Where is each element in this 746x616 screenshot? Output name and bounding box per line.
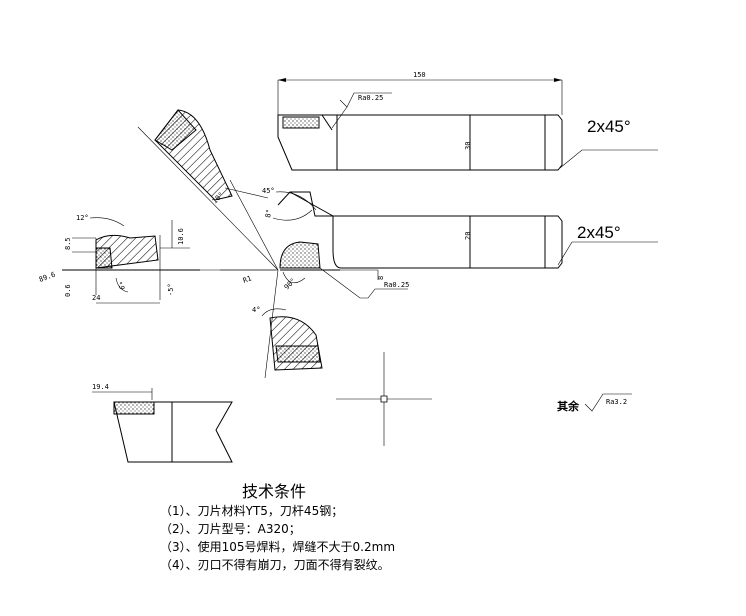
tech-requirement-3: （3）、使用105号焊料，焊缝不大于0.2mm [160,540,396,554]
tool-front-view: 20 8 Ra0.25 2x45° 45° 8° 90° R1 [242,187,658,298]
center-mark [336,352,432,446]
angle-neg5: -5° [167,283,175,296]
tech-requirements-title: 技术条件 [242,482,307,501]
angle-6: 6° [118,281,127,291]
dimension-8-5: 8.5 [64,237,72,250]
general-surface-finish: 其余 Ra3.2 [557,394,632,413]
dimension-150: 150 [413,71,426,79]
dimension-0-6: 0.6 [64,284,72,297]
dimension-30: 30 [464,142,472,150]
angle-4: 4° [252,306,260,314]
section-left: 24 8.5 10.6 0.6 89.6 12° 6° -5° [38,214,200,303]
angle-45: 45° [262,187,275,195]
surface-finish-value: Ra3.2 [606,398,627,406]
dimension-24: 24 [92,294,100,302]
chamfer-label-top: 2x45° [587,117,631,136]
radius-r1: R1 [242,274,253,284]
tech-requirement-4: （4）、刃口不得有崩刀，刀面不得有裂纹。 [160,558,390,572]
tech-requirement-2: （2）、刀片型号：A320； [160,522,301,536]
roughness-top: Ra0.25 [358,94,383,102]
end-view: 19.4 [92,383,232,462]
angle-8: 8° [264,209,273,219]
section-lower: 4° [252,306,322,370]
tool-top-view: 150 30 Ra0.25 2x45° [278,71,658,170]
angle-89-6: 89.6 [38,271,57,284]
angle-12: 12° [76,214,89,222]
surface-finish-label: 其余 [557,399,580,413]
dimension-20: 20 [464,232,472,240]
tool-body-outline-top [278,115,562,170]
dimension-10-6: 10.6 [177,228,185,245]
angle-90: 90° [283,277,298,292]
dimension-19-4: 19.4 [92,383,109,391]
chamfer-label-bottom: 2x45° [577,223,621,242]
dimension-8: 8 [377,276,385,280]
section-upper-left: 10° [155,110,232,205]
tech-requirement-1: （1）、刀片材料YT5，刀杆45钢； [160,504,344,518]
roughness-bottom: Ra0.25 [384,281,409,289]
tool-body-outline-bottom [278,192,562,268]
